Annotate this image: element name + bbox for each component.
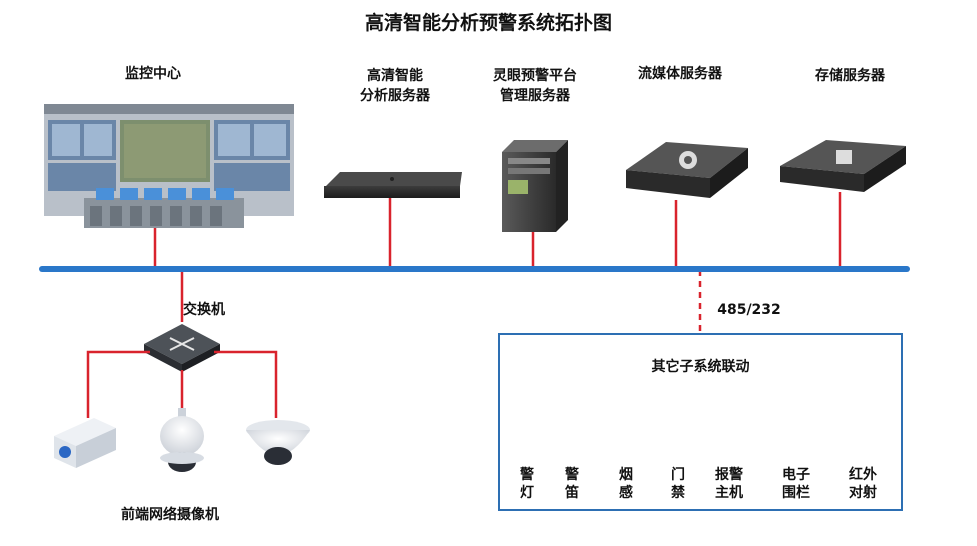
device-label-alarm-host: 报警主机 <box>715 467 743 501</box>
device-label-smoke-detector: 烟感 <box>619 467 633 501</box>
device-label-siren: 警笛 <box>565 467 579 501</box>
device-label-electronic-fence: 电子围栏 <box>782 467 810 501</box>
label-switch: 交换机 <box>183 302 225 318</box>
diagram-title: 高清智能分析预警系统拓扑图 <box>364 12 612 34</box>
label-platform-server-line1: 灵眼预警平台 <box>493 68 577 84</box>
label-storage-server: 存储服务器 <box>815 68 885 84</box>
server-links <box>153 192 842 322</box>
monitor-wall-icon <box>44 104 294 228</box>
subsystem-title: 其它子系统联动 <box>651 359 750 375</box>
label-platform-server-line2: 管理服务器 <box>500 88 570 104</box>
streaming-server-icon <box>626 142 748 198</box>
subsystem-box <box>498 333 903 511</box>
analysis-server-icon <box>324 172 462 198</box>
label-analysis-server-line1: 高清智能 <box>367 68 423 84</box>
label-serial-link: 485/232 <box>717 302 781 318</box>
label-analysis-server-line2: 分析服务器 <box>360 88 430 104</box>
platform-server-icon <box>502 140 568 232</box>
switch-icon <box>144 324 220 372</box>
camera-links <box>86 350 278 418</box>
label-monitor-center: 监控中心 <box>125 66 181 82</box>
bullet-camera-icon <box>54 418 116 468</box>
label-front-end-cameras: 前端网络摄像机 <box>121 507 219 523</box>
device-label-infrared-beam: 红外对射 <box>849 467 877 501</box>
ceiling-dome-camera-icon <box>246 420 310 465</box>
device-label-access-control: 门禁 <box>671 467 685 501</box>
storage-server-icon <box>780 140 906 192</box>
label-streaming-server: 流媒体服务器 <box>638 66 722 82</box>
device-label-alarm-light: 警灯 <box>520 467 534 501</box>
ptz-dome-camera-icon <box>160 408 204 472</box>
